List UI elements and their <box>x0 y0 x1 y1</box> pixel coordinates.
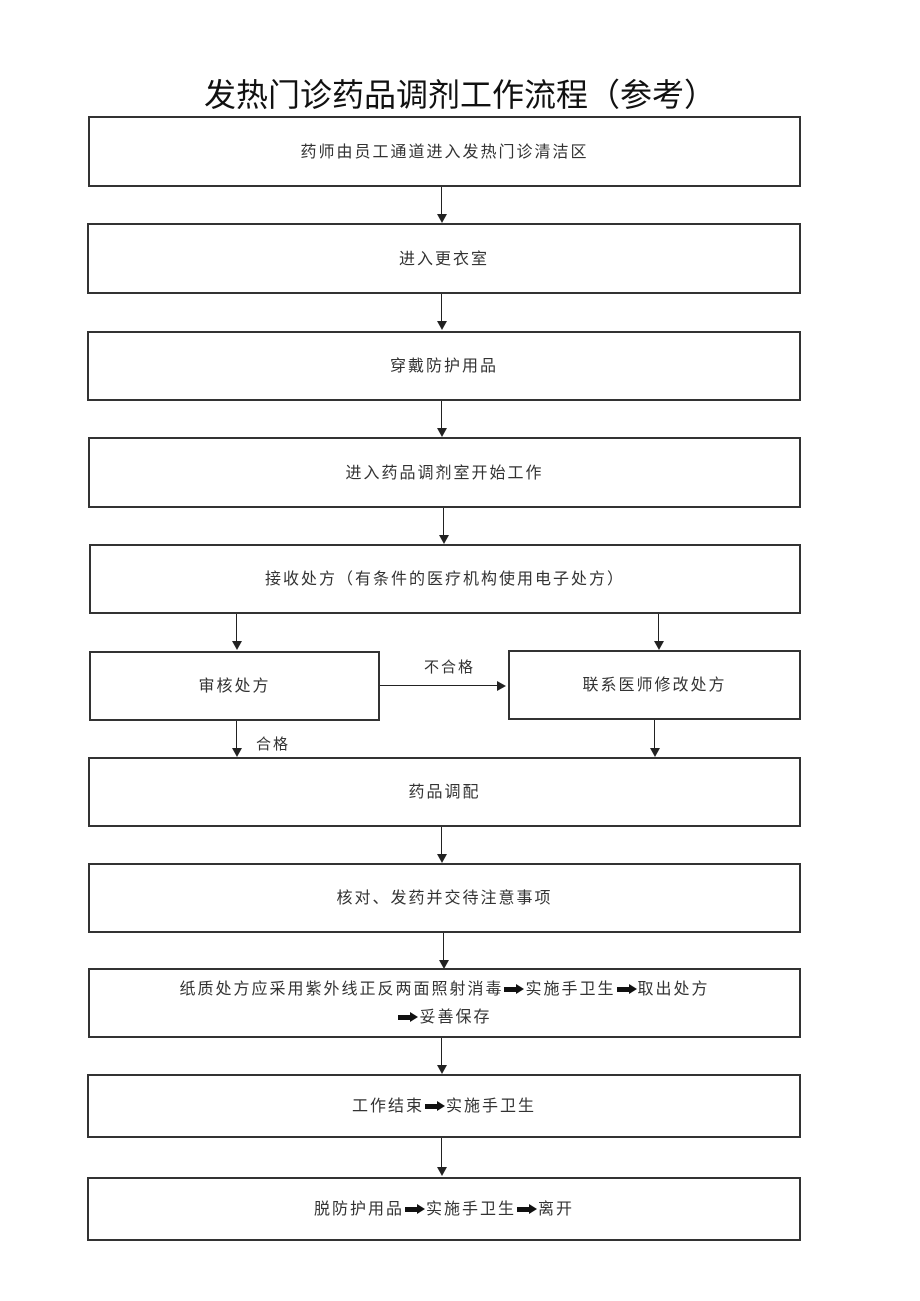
edge-label-fail: 不合格 <box>424 658 476 676</box>
step-text: 核对、发药并交待注意事项 <box>336 888 553 907</box>
step-contact-physician: 联系医师修改处方 <box>508 650 801 720</box>
step-receive-prescription: 接收处方（有条件的医疗机构使用电子处方） <box>89 544 801 614</box>
edge-label-pass: 合格 <box>256 735 291 753</box>
step-text: 进入药品调剂室开始工作 <box>345 462 544 482</box>
step-text-part: 纸质处方应采用紫外线正反两面照射消毒 <box>179 979 504 998</box>
step-verify-and-issue: 核对、发药并交待注意事项 <box>88 863 801 933</box>
step-text: 进入更衣室 <box>398 248 489 268</box>
step-dispense-drugs: 药品调配 <box>88 757 801 827</box>
page-title: 发热门诊药品调剂工作流程（参考） <box>203 76 716 114</box>
arrow-down-icon <box>437 321 447 330</box>
connector-line <box>443 508 444 536</box>
step-text: 药师由员工通道进入发热门诊清洁区 <box>300 141 589 161</box>
bold-arrow-icon <box>504 984 525 994</box>
step-text-part: 工作结束 <box>351 1096 424 1115</box>
arrow-down-icon <box>437 214 447 223</box>
step-text: 接收处方（有条件的医疗机构使用电子处方） <box>264 569 625 588</box>
connector-line <box>380 685 498 686</box>
arrow-down-icon <box>439 535 449 544</box>
step-text: 穿戴防护用品 <box>389 356 498 375</box>
connector-line <box>443 933 444 961</box>
step-enter-clean-area: 药师由员工通道进入发热门诊清洁区 <box>88 116 801 187</box>
step-work-end: 工作结束 实施手卫生 <box>87 1074 801 1138</box>
step-text: 审核处方 <box>198 676 271 695</box>
step-locker-room: 进入更衣室 <box>87 223 801 294</box>
step-text-part: 取出处方 <box>637 979 710 998</box>
bold-arrow-icon <box>616 984 637 994</box>
connector-line <box>441 401 442 429</box>
arrow-down-icon <box>437 1167 447 1176</box>
step-text-part: 妥善保存 <box>419 1007 492 1026</box>
bold-arrow-icon <box>517 1204 537 1214</box>
arrow-down-icon <box>654 641 664 650</box>
connector-line <box>658 614 659 642</box>
bold-arrow-icon <box>425 1101 445 1111</box>
arrow-down-icon <box>437 1065 447 1074</box>
connector-line <box>236 614 237 642</box>
step-text-part: 离开 <box>538 1199 575 1218</box>
arrow-down-icon <box>650 748 660 757</box>
arrow-down-icon <box>439 960 449 969</box>
connector-line <box>441 294 442 322</box>
connector-line <box>441 1038 442 1066</box>
connector-line <box>236 721 237 749</box>
step-text: 药品调配 <box>408 782 481 801</box>
step-review-prescription: 审核处方 <box>89 651 380 721</box>
arrow-down-icon <box>437 428 447 437</box>
connector-line <box>441 1138 442 1168</box>
bold-arrow-icon <box>404 1204 425 1214</box>
connector-line <box>654 720 655 749</box>
bold-arrow-icon <box>398 1012 419 1022</box>
step-start-dispensing: 进入药品调剂室开始工作 <box>88 437 801 508</box>
step-text-part: 实施手卫生 <box>525 979 616 998</box>
arrow-down-icon <box>232 641 242 650</box>
step-wear-ppe: 穿戴防护用品 <box>87 331 801 401</box>
step-text-part: 脱防护用品 <box>313 1199 404 1218</box>
step-disinfect-prescription: 纸质处方应采用紫外线正反两面照射消毒 实施手卫生 取出处方妥善保存 <box>88 968 801 1038</box>
step-text-part: 实施手卫生 <box>425 1199 516 1218</box>
step-text-part: 实施手卫生 <box>446 1096 537 1115</box>
arrow-down-icon <box>232 748 242 757</box>
step-text: 联系医师修改处方 <box>582 675 727 694</box>
connector-line <box>441 187 442 215</box>
arrow-right-icon <box>497 681 506 691</box>
connector-line <box>441 827 442 855</box>
arrow-down-icon <box>437 854 447 863</box>
step-remove-ppe-leave: 脱防护用品 实施手卫生 离开 <box>87 1177 801 1241</box>
